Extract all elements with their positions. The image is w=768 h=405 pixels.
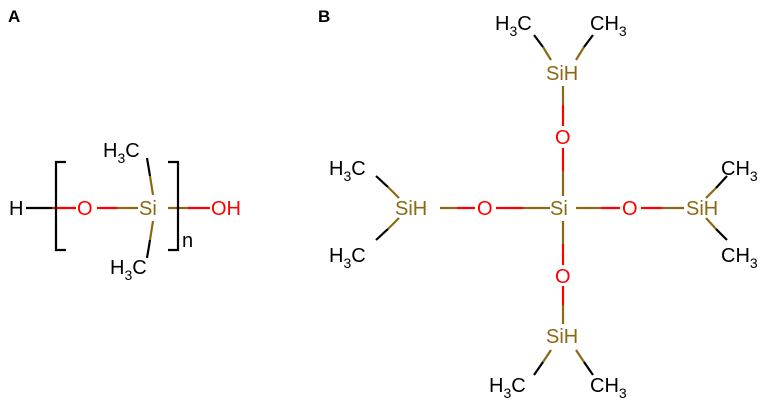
methyl-bottom: H3C (110, 257, 147, 283)
atom-o-left: O (477, 198, 493, 220)
atom-o-top: O (555, 127, 571, 149)
panel-b-bonds (375, 34, 728, 376)
methyl-right-top: CH3 (721, 158, 758, 184)
panel-b-label: B (318, 7, 330, 26)
methyl-right-bottom: CH3 (721, 245, 758, 271)
atom-sih-bottom: SiH (546, 326, 578, 348)
atom-oh: OH (211, 198, 241, 220)
methyl-left-top: H3C (329, 158, 366, 184)
methyl-top-right: CH3 (590, 13, 627, 39)
left-bracket (54, 160, 66, 252)
panel-a-label: A (8, 7, 20, 26)
atom-o-bottom: O (555, 266, 571, 288)
methyl-top: H3C (103, 140, 140, 166)
atom-o: O (77, 198, 93, 220)
atom-si: Si (139, 198, 157, 220)
repeat-index: n (182, 230, 193, 252)
atom-o-right: O (622, 198, 638, 220)
atom-sih-left: SiH (395, 198, 427, 220)
methyl-bottom-right: CH3 (590, 375, 627, 401)
methyl-bottom-left: H3C (489, 375, 526, 401)
methyl-top-left: H3C (495, 13, 532, 39)
right-bracket (168, 160, 180, 252)
atom-sih-right: SiH (686, 198, 718, 220)
methyl-left-bottom: H3C (329, 245, 366, 271)
atom-sih-top: SiH (546, 63, 578, 85)
atom-si-center: Si (550, 198, 568, 220)
atom-h: H (9, 198, 23, 220)
